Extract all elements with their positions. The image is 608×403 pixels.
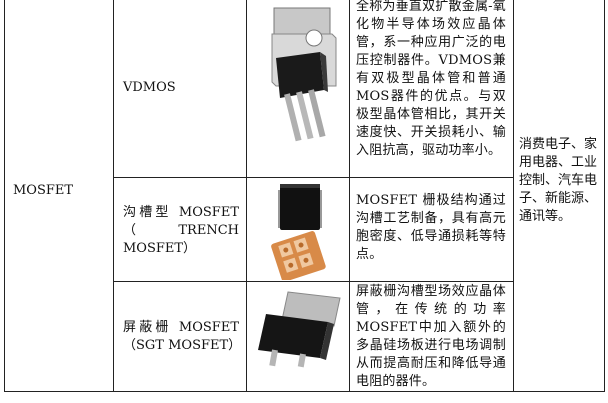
row-divider [113, 177, 514, 178]
to220-package-image [262, 6, 342, 150]
row-desc-trench: MOSFET 栅极结构通过沟槽工艺制备，具有高元胞密度、低导通损耗等特点。 [356, 193, 506, 262]
row-name-sgt: 屏蔽栅 MOSFET（SGT MOSFET） [123, 320, 242, 353]
table-border-right [604, 0, 605, 392]
table-border-bottom [4, 391, 605, 392]
row-divider [113, 281, 514, 282]
column-divider [246, 0, 247, 392]
column-divider [349, 0, 350, 392]
trench-package-image [270, 180, 330, 284]
row-desc-sgt: 屏蔽栅沟槽型场效应晶体管，在传统的功率MOSFET中加入额外的多晶硅场板进行电场… [356, 284, 506, 389]
applications-text: 消费电子、家用电器、工业控制、汽车电子、新能源、通讯等。 [519, 137, 598, 224]
row-desc-vdmos: 全称为垂直双扩散金属-氧化物半导体场效应晶体管，系一种应用广泛的电压控制器件。V… [356, 0, 506, 158]
table-border-left [4, 0, 5, 392]
row-name-trench: 沟槽型 MOSFET（TRENCH MOSFET） [123, 205, 239, 256]
category-label: MOSFET [13, 183, 74, 198]
row-name-vdmos: VDMOS [123, 80, 176, 95]
to252-package-image [252, 288, 348, 372]
column-divider [113, 0, 114, 392]
column-divider [513, 0, 514, 392]
